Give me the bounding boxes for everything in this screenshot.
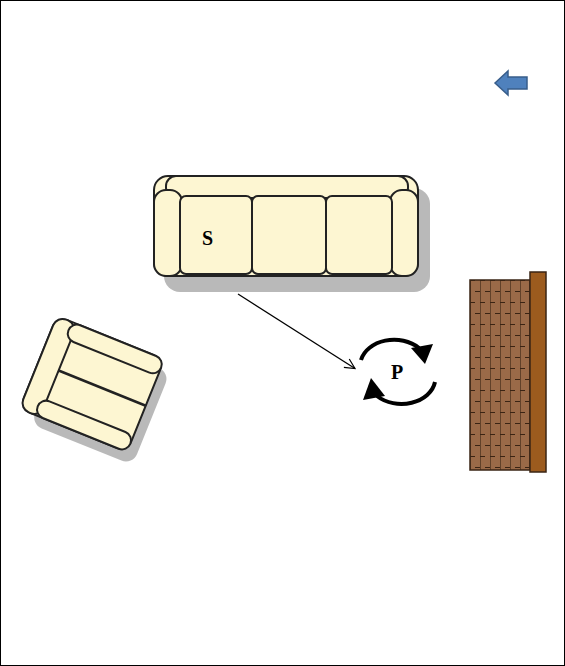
armchair	[16, 316, 174, 465]
sofa-symbol	[152, 174, 434, 292]
move-arrow	[238, 294, 355, 369]
direction-arrow	[495, 71, 527, 95]
fireplace	[470, 272, 546, 472]
position-letter: P	[391, 362, 403, 382]
pivot-node: P	[355, 330, 441, 412]
sofa-node: S	[152, 174, 434, 292]
position-letter: S	[202, 228, 213, 248]
